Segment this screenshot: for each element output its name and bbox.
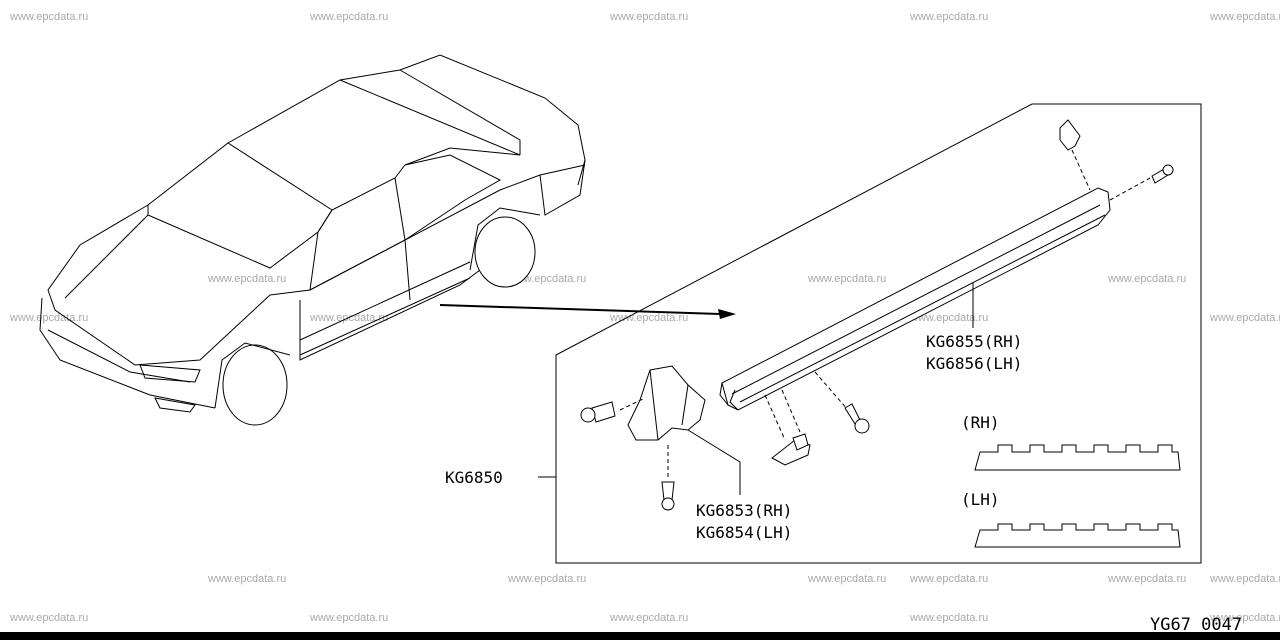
watermark: www.epcdata.ru — [1209, 312, 1280, 324]
clip-parts — [764, 371, 870, 466]
watermark: www.epcdata.ru — [609, 612, 688, 624]
rear-wheel — [474, 216, 536, 288]
end-cap — [1059, 119, 1081, 151]
car-illustration — [39, 54, 736, 426]
watermark: www.epcdata.ru — [909, 11, 988, 23]
clip-strip-rh — [974, 444, 1181, 471]
screw-icon — [591, 401, 616, 423]
part-label-skirt-lh: KG6856(LH) — [926, 354, 1022, 373]
watermark: www.epcdata.ru — [1107, 273, 1186, 285]
watermark: www.epcdata.ru — [507, 573, 586, 585]
clip-strip-label-lh: (LH) — [961, 490, 1000, 509]
watermark: www.epcdata.ru — [1209, 11, 1280, 23]
watermark: www.epcdata.ru — [909, 312, 988, 324]
watermark: www.epcdata.ru — [9, 312, 88, 324]
watermark: www.epcdata.ru — [807, 273, 886, 285]
side-skirt — [719, 119, 1174, 411]
watermark: www.epcdata.ru — [207, 273, 286, 285]
diagram-code: YG67 0047 — [1150, 615, 1242, 635]
mud-flap-bracket — [580, 365, 741, 511]
watermark: www.epcdata.ru — [9, 612, 88, 624]
front-wheel — [222, 344, 288, 426]
watermark: www.epcdata.ru — [909, 612, 988, 624]
watermark: www.epcdata.ru — [1209, 573, 1280, 585]
watermark: www.epcdata.ru — [9, 11, 88, 23]
watermark: www.epcdata.ru — [909, 573, 988, 585]
part-label-bracket-lh: KG6854(LH) — [696, 523, 792, 542]
clip-strip-label-rh: (RH) — [961, 413, 1000, 432]
arrow-head-icon — [718, 309, 736, 319]
detail-frame — [555, 103, 1202, 564]
watermark: www.epcdata.ru — [609, 11, 688, 23]
watermark: www.epcdata.ru — [609, 312, 688, 324]
watermark: www.epcdata.ru — [1107, 573, 1186, 585]
watermark: www.epcdata.ru — [1209, 612, 1280, 624]
watermark: www.epcdata.ru — [207, 573, 286, 585]
clip-strip-lh — [974, 523, 1181, 548]
watermark-layer: www.epcdata.ru www.epcdata.ru www.epcdat… — [9, 11, 1280, 624]
part-label-assembly: KG6850 — [445, 468, 503, 487]
part-label-skirt-rh: KG6855(RH) — [926, 332, 1022, 351]
watermark: www.epcdata.ru — [309, 612, 388, 624]
bottom-bar — [0, 632, 1280, 640]
watermark: www.epcdata.ru — [309, 11, 388, 23]
screw-icon-lower — [661, 481, 675, 501]
watermark: www.epcdata.ru — [807, 573, 886, 585]
part-label-bracket-rh: KG6853(RH) — [696, 501, 792, 520]
